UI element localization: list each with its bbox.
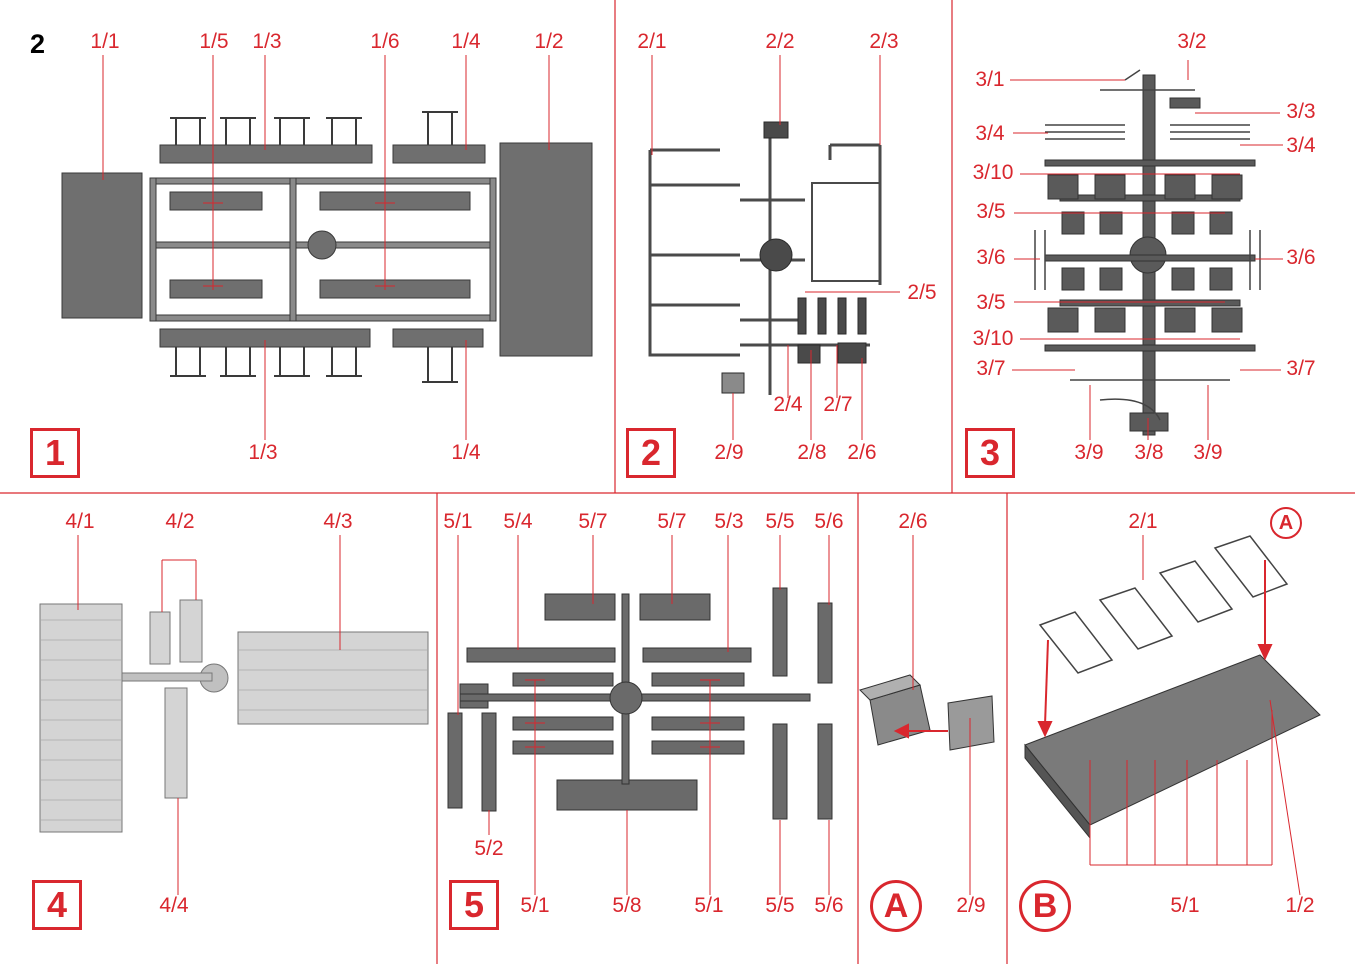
part-label: 1/4 <box>451 442 480 464</box>
part-label: 5/6 <box>814 511 843 533</box>
part-label: 5/3 <box>714 511 743 533</box>
part-label: 2/7 <box>823 394 852 416</box>
part-label: 2/8 <box>797 442 826 464</box>
detail-a-parts <box>860 675 994 750</box>
part-label: 5/4 <box>503 511 532 533</box>
step-badge-a: A <box>870 880 922 932</box>
part-label: 1/6 <box>370 31 399 53</box>
part-label: 3/4 <box>975 123 1004 145</box>
part-label: 1/4 <box>451 31 480 53</box>
detail-marker-a: A <box>1270 507 1302 539</box>
part-label: 2/5 <box>907 282 936 304</box>
part-label: 3/9 <box>1074 442 1103 464</box>
part-label: 3/5 <box>976 201 1005 223</box>
part-label: 2/1 <box>1128 511 1157 533</box>
step-badge-b: B <box>1019 880 1071 932</box>
part-label: 1/3 <box>252 31 281 53</box>
part-label: 2/4 <box>773 394 802 416</box>
sprue-badge-2: 2 <box>626 428 676 478</box>
part-label: 2/1 <box>637 31 666 53</box>
detail-b-frames <box>1040 536 1287 673</box>
part-label: 1/2 <box>1285 895 1314 917</box>
part-label: 4/4 <box>159 895 188 917</box>
part-label: 3/5 <box>976 292 1005 314</box>
sprue-badge-3: 3 <box>965 428 1015 478</box>
part-label: 2/6 <box>847 442 876 464</box>
part-label: 4/1 <box>65 511 94 533</box>
part-label: 5/7 <box>657 511 686 533</box>
part-label: 3/3 <box>1286 101 1315 123</box>
part-label: 5/5 <box>765 895 794 917</box>
part-label: 5/8 <box>612 895 641 917</box>
part-label: 1/2 <box>534 31 563 53</box>
part-label: 5/1 <box>694 895 723 917</box>
part-label: 3/9 <box>1193 442 1222 464</box>
part-label: 2/9 <box>956 895 985 917</box>
part-label: 3/7 <box>976 358 1005 380</box>
part-label: 5/1 <box>443 511 472 533</box>
sprue-1 <box>62 143 592 356</box>
part-label: 5/1 <box>520 895 549 917</box>
part-label: 3/6 <box>1286 247 1315 269</box>
part-label: 5/2 <box>474 838 503 860</box>
detail-b-base <box>1025 655 1320 838</box>
sprue-5 <box>448 588 832 819</box>
sprue-3 <box>1045 75 1255 435</box>
sprue-badge-5: 5 <box>449 880 499 930</box>
part-label: 3/1 <box>975 69 1004 91</box>
part-label: 3/2 <box>1177 31 1206 53</box>
part-label: 2/6 <box>898 511 927 533</box>
part-label: 5/6 <box>814 895 843 917</box>
part-label: 5/7 <box>578 511 607 533</box>
part-label: 3/6 <box>976 247 1005 269</box>
part-label: 2/2 <box>765 31 794 53</box>
part-label: 3/10 <box>973 162 1014 184</box>
part-label: 1/5 <box>199 31 228 53</box>
part-label: 4/2 <box>165 511 194 533</box>
part-label: 3/7 <box>1286 358 1315 380</box>
part-label: 3/4 <box>1286 135 1315 157</box>
sprue-4 <box>40 600 428 832</box>
sprue-2-parts <box>722 122 866 393</box>
part-label: 2/3 <box>869 31 898 53</box>
part-label: 3/10 <box>973 328 1014 350</box>
sprue-badge-4: 4 <box>32 880 82 930</box>
part-label: 4/3 <box>323 511 352 533</box>
part-label: 1/1 <box>90 31 119 53</box>
sprue-badge-1: 1 <box>30 428 80 478</box>
page-number: 2 <box>30 30 45 58</box>
part-label: 2/9 <box>714 442 743 464</box>
part-label: 5/5 <box>765 511 794 533</box>
part-label: 3/8 <box>1134 442 1163 464</box>
part-label: 1/3 <box>248 442 277 464</box>
part-label: 5/1 <box>1170 895 1199 917</box>
